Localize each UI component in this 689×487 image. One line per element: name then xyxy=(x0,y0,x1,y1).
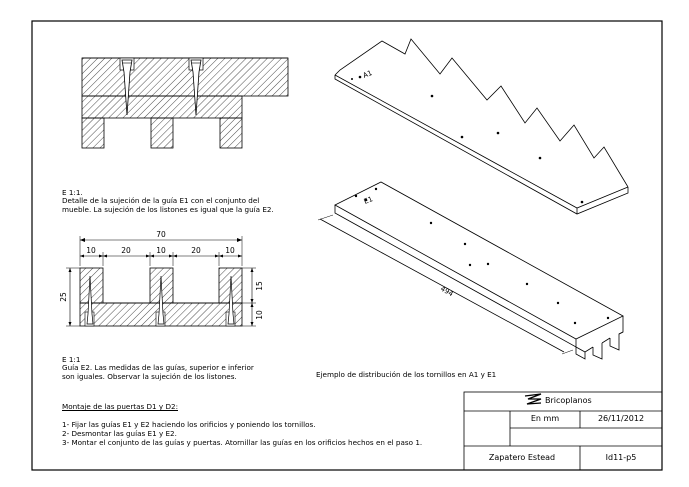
dim-1: 10 xyxy=(86,246,96,255)
dim-right-lower: 10 xyxy=(255,310,264,320)
guide-lug-right xyxy=(219,117,243,149)
screw-right-icon xyxy=(190,59,202,116)
date-cell: 26/11/2012 xyxy=(597,414,645,423)
guide-rail-section xyxy=(81,95,243,119)
iso-view-e1 xyxy=(317,181,624,360)
section-detail-e2: 70 10 20 10 20 10 25 15 10 xyxy=(59,230,264,327)
dim-4: 20 xyxy=(191,246,201,255)
label-a1: A1 xyxy=(362,69,374,80)
dim-total: 70 xyxy=(156,230,166,239)
detail-top-description: Detalle de la sujeción de la guía E1 con… xyxy=(62,196,274,214)
code-cell: Id11-p5 xyxy=(605,453,637,462)
dim-height: 25 xyxy=(59,292,68,302)
iso-view-a1 xyxy=(334,38,629,215)
units-cell: En mm xyxy=(530,414,560,423)
dim-5: 10 xyxy=(225,246,235,255)
cabinet-panel-section xyxy=(81,57,289,97)
assembly-heading: Montaje de las puertas D1 y D2: xyxy=(62,402,178,411)
dim-long-length: 494 xyxy=(439,285,455,299)
title-block xyxy=(463,391,663,471)
sheet-border xyxy=(31,20,663,471)
section-detail-e1 xyxy=(81,57,289,149)
author-cell: Zapatero Estead xyxy=(488,453,556,462)
screw-icon xyxy=(227,275,235,325)
dim-2: 20 xyxy=(121,246,131,255)
screw-icon xyxy=(86,275,94,325)
guide-lug-left xyxy=(81,117,105,149)
screw-icon xyxy=(157,275,165,325)
assembly-step: 2- Desmontar las guías E1 y E2. xyxy=(62,429,177,438)
brand-name: Bricoplanos xyxy=(545,396,592,405)
assembly-step: 3- Montar el conjunto de las guías y pue… xyxy=(62,438,423,447)
label-e1: E1 xyxy=(363,195,374,206)
iso-caption: Ejemplo de distribución de los tornillos… xyxy=(316,370,497,379)
assembly-step: 1- Fijar las guías E1 y E2 haciendo los … xyxy=(62,420,316,429)
screw-left-icon xyxy=(121,59,133,116)
guide-lug-middle xyxy=(150,117,174,149)
bricoplanos-logo-icon xyxy=(524,393,542,405)
detail-bottom-description: Guía E2. Las medidas de las guías, super… xyxy=(62,363,254,381)
detail-bottom-scale: E 1:1 xyxy=(62,355,81,364)
dim-right-upper: 15 xyxy=(255,281,264,291)
detail-top-scale: E 1:1. xyxy=(62,188,83,197)
profile-lug-left xyxy=(79,267,104,304)
dim-3: 10 xyxy=(156,246,166,255)
